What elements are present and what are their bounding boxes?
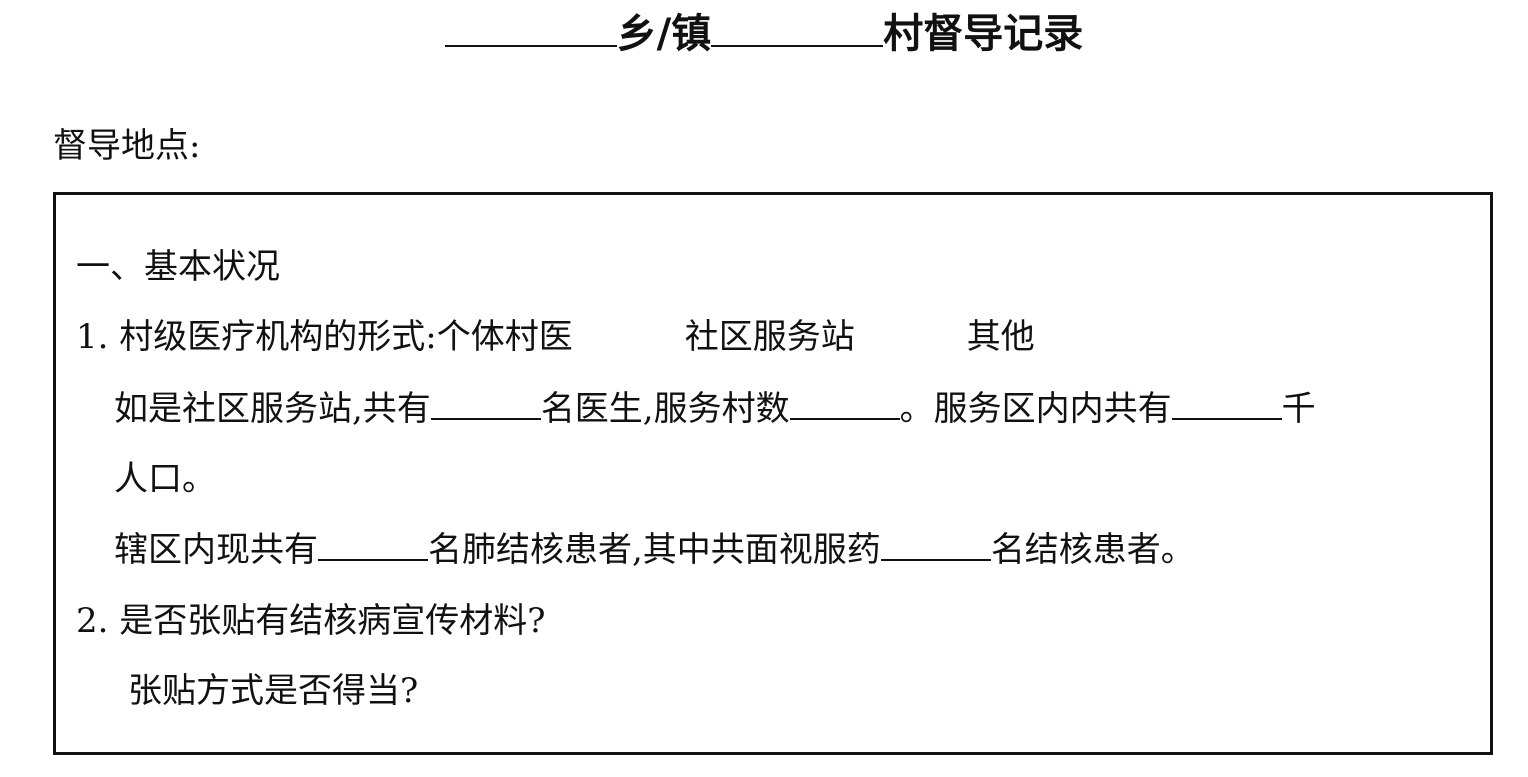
section-heading: 一、基本状况 [76,247,280,287]
item1-label: 村级医疗机构的形式: [119,317,437,357]
village-blank[interactable] [711,11,884,47]
item2-materials: 2. 是否张贴有结核病宣传材料? [76,599,546,643]
item1-number: 1. [76,317,109,357]
option-individual-doctor[interactable]: 个体村医 [436,317,573,357]
population-blank[interactable] [1171,392,1282,420]
item1-population-unit: 人口。 [114,459,216,499]
patients-text-3: 名结核患者。 [990,530,1195,570]
patients-text-2: 名肺结核患者,其中共面视服药 [428,530,881,570]
doctor-count-blank[interactable] [430,392,541,420]
station-text-4: 千 [1281,389,1316,429]
station-text-2: 名医生,服务村数 [540,389,790,429]
title-part-village-record: 村督导记录 [883,11,1084,57]
item1-patients: 辖区内现共有 名肺结核患者,其中共面视服药 名结核患者。 [114,528,1195,572]
page-title: 乡/镇 村督导记录 [0,8,1528,60]
patient-count-blank[interactable] [318,533,428,561]
option-other[interactable]: 其他 [966,317,1035,357]
item1-facility-form: 1. 村级医疗机构的形式:个体村医 社区服务站 其他 [76,315,1035,359]
option-community-station[interactable]: 社区服务站 [684,317,855,357]
item2-followup: 张贴方式是否得当? [128,671,419,711]
location-label: 督导地点: [53,126,201,166]
village-count-blank[interactable] [789,392,900,420]
title-part-township: 乡/镇 [616,11,712,57]
item2-number: 2. [76,601,109,641]
station-text-3: 。服务区内内共有 [899,389,1172,429]
patients-text-1: 辖区内现共有 [114,530,318,570]
basic-status-box: 一、基本状况 1. 村级医疗机构的形式:个体村医 社区服务站 其他 如是社区服务站,… [53,192,1493,755]
township-blank[interactable] [444,11,617,47]
item1-station-details: 如是社区服务站,共有 名医生,服务村数 。服务区内内共有 千 [114,387,1316,431]
station-text-1: 如是社区服务站,共有 [114,389,431,429]
item2-question: 是否张贴有结核病宣传材料? [119,601,546,641]
dot-patient-count-blank[interactable] [880,533,991,561]
